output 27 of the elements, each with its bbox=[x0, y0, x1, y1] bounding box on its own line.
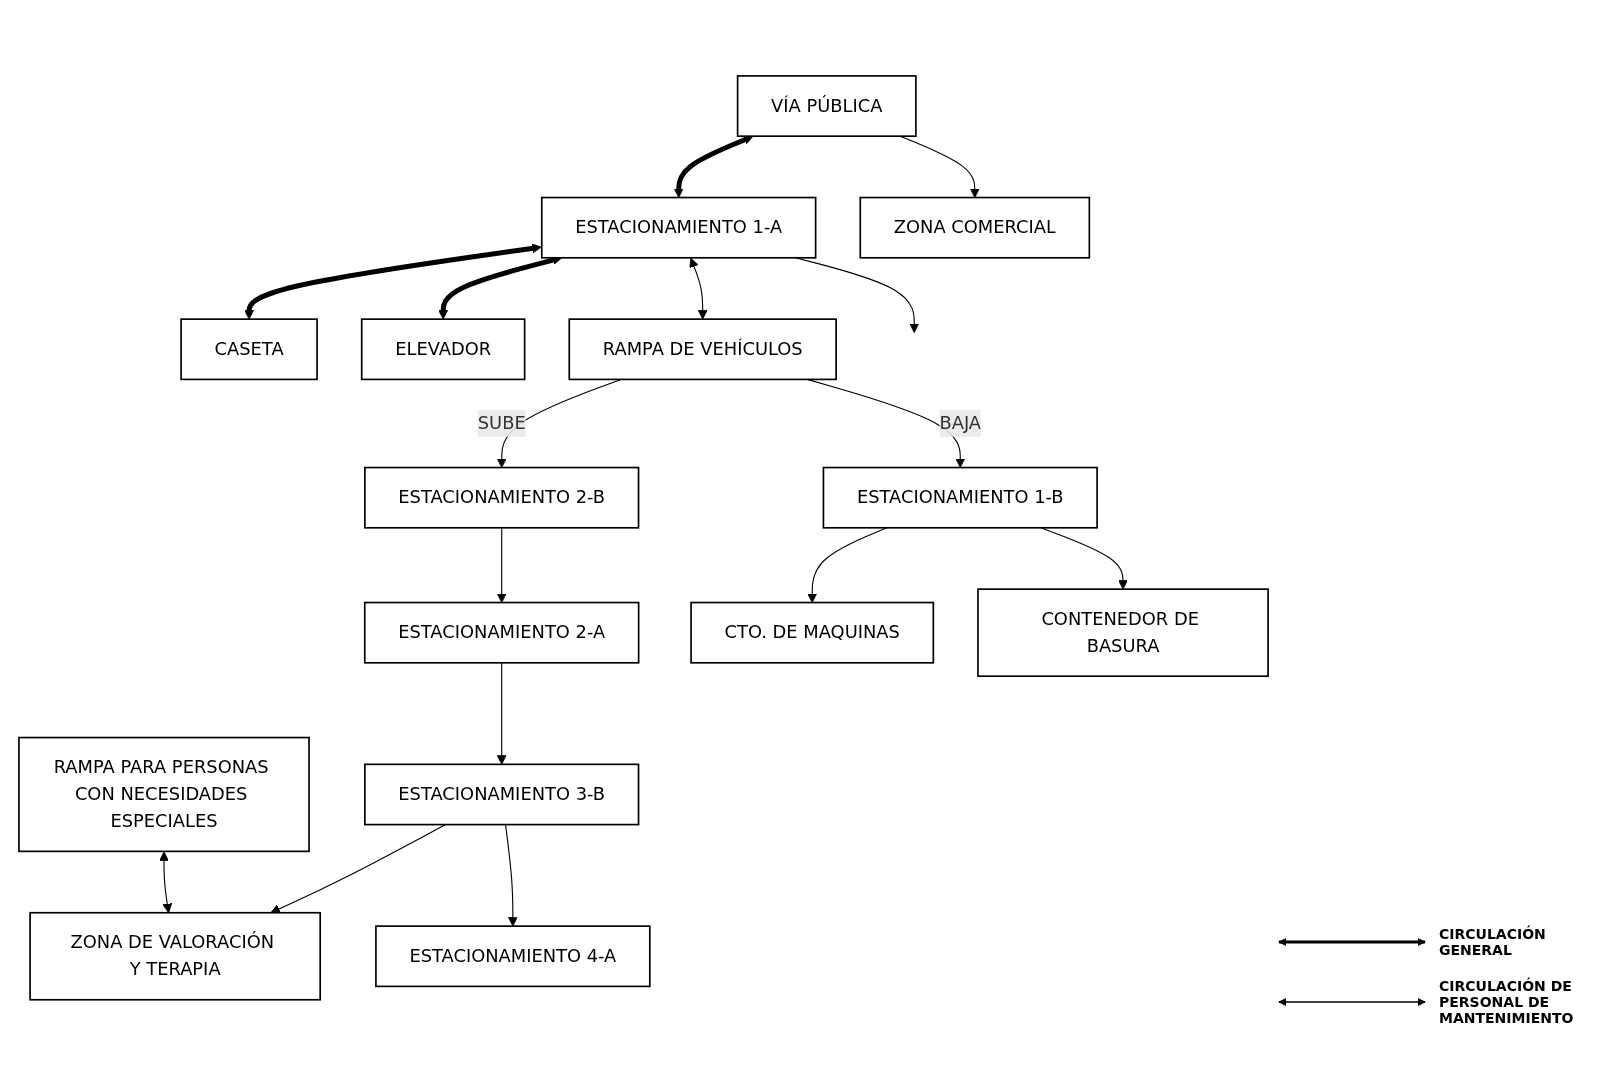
arrow bbox=[159, 851, 173, 914]
arrow bbox=[496, 662, 507, 765]
arrow bbox=[496, 527, 507, 604]
node-box: RAMPA PARA PERSONAS CON NECESIDADES ESPECIALES bbox=[18, 736, 310, 853]
node-box: ESTACIONAMIENTO 2-B bbox=[364, 466, 640, 529]
node-box: ESTACIONAMIENTO 1-A bbox=[540, 196, 817, 259]
edge-label: BAJA bbox=[939, 412, 982, 434]
node-box: ZONA COMERCIAL bbox=[859, 196, 1091, 259]
arrow bbox=[689, 257, 708, 320]
arrow bbox=[270, 824, 447, 914]
arrow bbox=[673, 135, 754, 199]
node-box: ESTACIONAMIENTO 3-B bbox=[364, 763, 640, 826]
arrow bbox=[505, 824, 518, 927]
node-box: CONTENEDOR DE BASURA bbox=[977, 588, 1269, 678]
node-box: RAMPA DE VEHÍCULOS bbox=[568, 318, 837, 381]
legend-text: CIRCULACIÓN GENERAL bbox=[1439, 926, 1547, 958]
node-box: ESTACIONAMIENTO 2-A bbox=[363, 601, 640, 664]
node-box: CASETA bbox=[180, 318, 318, 381]
node-box: ZONA DE VALORACIÓN Y TERAPIA bbox=[29, 912, 321, 1001]
node-box: ESTACIONAMIENTO 1-B bbox=[822, 466, 1098, 529]
node-box: ESTACIONAMIENTO 4-A bbox=[375, 925, 651, 988]
node-box: CTO. DE MAQUINAS bbox=[690, 601, 935, 664]
node-box: ELEVADOR bbox=[360, 318, 526, 381]
node-box: VÍA PÚBLICA bbox=[736, 75, 917, 138]
arrow bbox=[244, 243, 542, 320]
edge-label: SUBE bbox=[477, 412, 526, 434]
legend-text: CIRCULACIÓN DE PERSONAL DE MANTENIMIENTO bbox=[1439, 978, 1575, 1026]
